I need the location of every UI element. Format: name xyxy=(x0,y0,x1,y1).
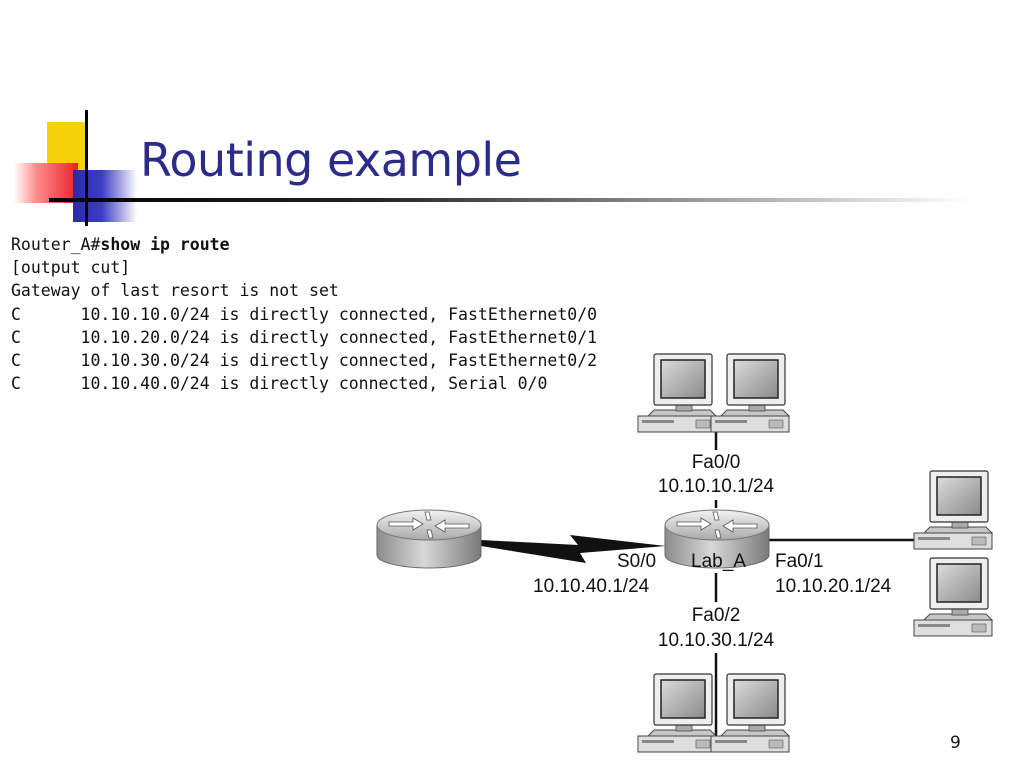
fa02-label: Fa0/2 xyxy=(692,605,741,626)
serial-link-bolt xyxy=(481,535,666,563)
fa00-ip: 10.10.10.1/24 xyxy=(658,476,775,497)
router-name-label: Lab_A xyxy=(691,551,746,572)
fa01-label: Fa0/1 xyxy=(775,551,824,572)
title-decoration-vertical-rule xyxy=(85,110,88,226)
fa01-ip: 10.10.20.1/24 xyxy=(775,576,892,597)
cli-command: show ip route xyxy=(100,235,230,254)
computer-icon xyxy=(710,353,790,433)
title-underline-rule xyxy=(49,198,969,202)
cli-line: Gateway of last resort is not set xyxy=(11,281,339,301)
title-decoration-red xyxy=(14,163,78,203)
computer-icon xyxy=(913,557,993,637)
title-decoration-blue xyxy=(73,170,137,222)
cli-output: Router_A#show ip route [output cut] Gate… xyxy=(11,233,597,395)
router-icon xyxy=(376,509,482,569)
cli-prompt: Router_A# xyxy=(11,235,101,254)
s00-label: S0/0 xyxy=(617,551,656,572)
computer-icon xyxy=(710,673,790,753)
fa00-label: Fa0/0 xyxy=(692,452,741,473)
s00-ip: 10.10.40.1/24 xyxy=(533,576,650,597)
computer-icon xyxy=(637,673,717,753)
computer-icon xyxy=(913,470,993,550)
title-decoration-yellow xyxy=(47,122,85,170)
cli-route-line: C 10.10.30.0/24 is directly connected, F… xyxy=(11,351,598,371)
computer-icon xyxy=(637,353,717,433)
cli-route-line: C 10.10.20.0/24 is directly connected, F… xyxy=(11,327,598,347)
fa02-ip: 10.10.30.1/24 xyxy=(658,630,775,651)
cli-route-line: C 10.10.40.0/24 is directly connected, S… xyxy=(11,374,548,394)
slide-title: Routing example xyxy=(140,133,522,187)
slide-page-number: 9 xyxy=(950,733,961,753)
cli-route-line: C 10.10.10.0/24 is directly connected, F… xyxy=(11,304,598,324)
cli-line: [output cut] xyxy=(11,258,131,278)
